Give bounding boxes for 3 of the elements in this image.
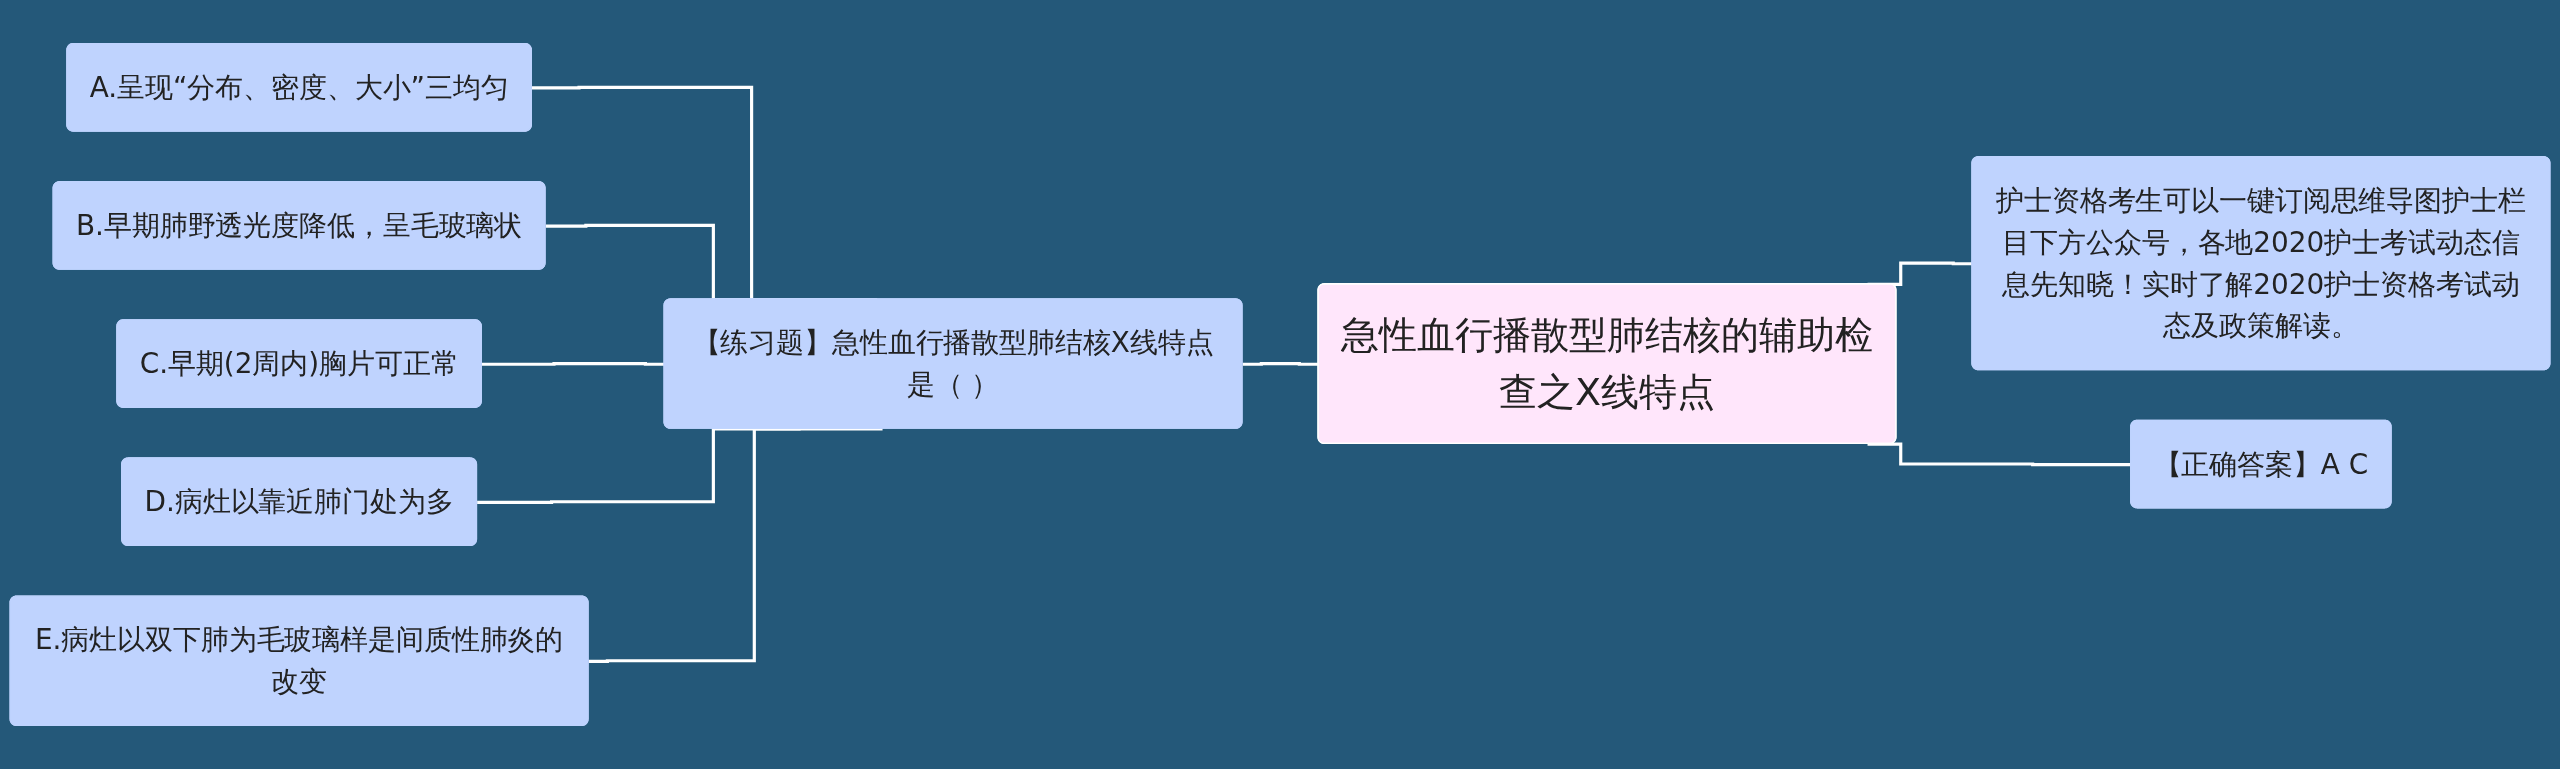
connector: [588, 427, 883, 663]
connector: [1242, 362, 1319, 366]
connector: [481, 362, 665, 366]
